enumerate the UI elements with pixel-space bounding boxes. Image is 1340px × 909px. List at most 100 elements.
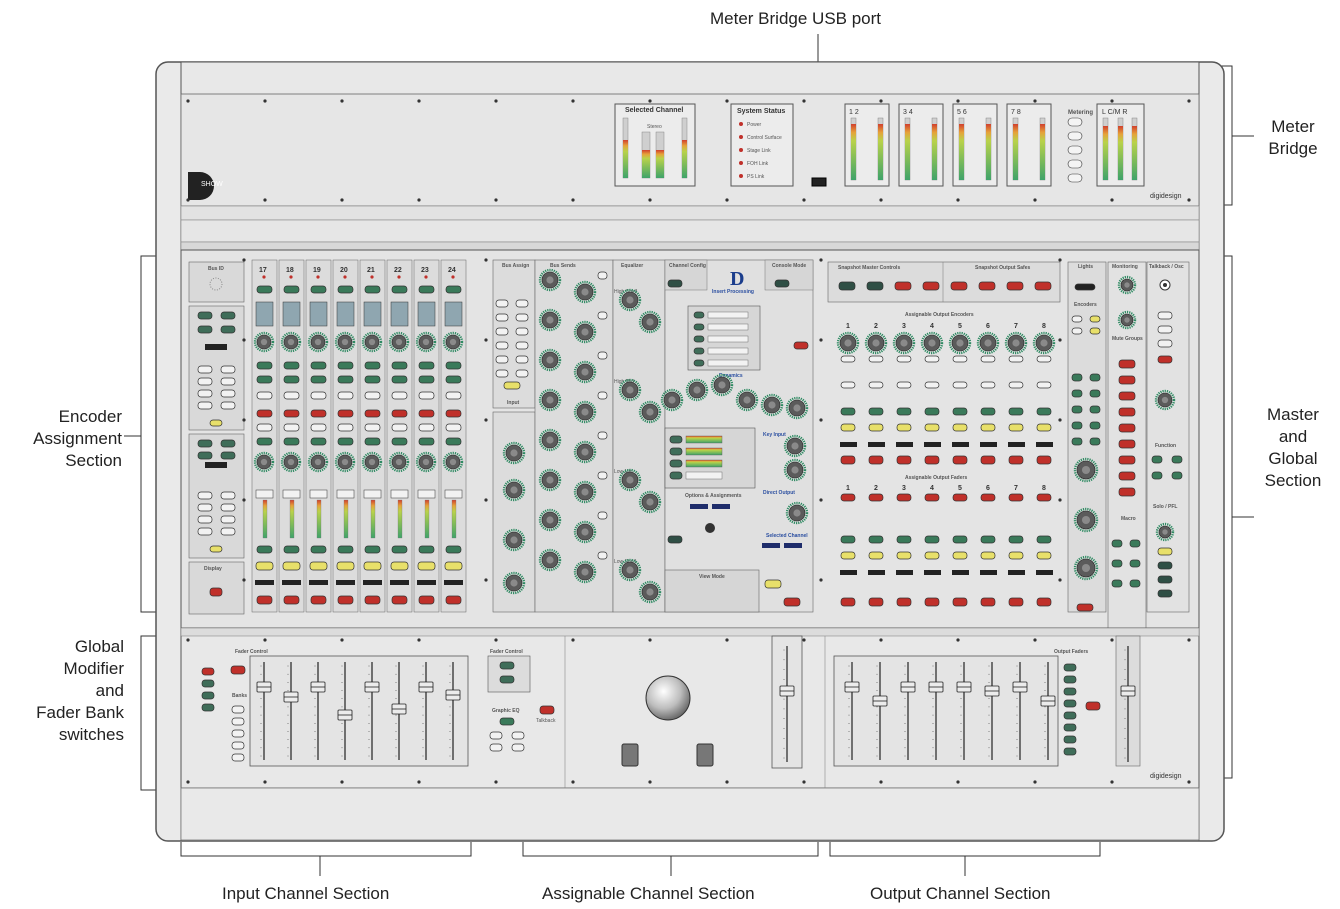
joystick-right-button[interactable] [697,744,713,766]
output-button[interactable] [1009,552,1023,559]
graphic-eq-button[interactable] [512,744,524,751]
channel-button[interactable] [257,424,272,431]
channel-button[interactable] [311,362,326,369]
output-mute-button[interactable] [1037,598,1051,606]
channel-button[interactable] [446,286,461,293]
channel-button[interactable] [419,438,434,445]
insert-button[interactable] [694,348,704,354]
channel-button[interactable] [338,424,353,431]
channel-solo-button[interactable] [418,562,435,570]
selected-channel-solo-button[interactable] [765,580,781,588]
channel-select-button[interactable] [392,546,407,553]
channel-select-button[interactable] [257,546,272,553]
output-button[interactable] [1009,536,1023,543]
master-button[interactable] [1072,438,1082,445]
snapshot-button[interactable] [951,282,967,290]
channel-solo-button[interactable] [364,562,381,570]
dynamics-button[interactable] [670,460,682,467]
channel-button[interactable] [419,376,434,383]
channel-button[interactable] [284,376,299,383]
bus-assign-button[interactable] [496,356,508,363]
channel-select-button[interactable] [284,546,299,553]
lights-display[interactable] [1075,284,1095,290]
output-mute-button[interactable] [869,456,883,464]
channel-button[interactable] [446,392,461,399]
channel-button[interactable] [392,286,407,293]
output-button[interactable] [981,424,995,431]
output-mute-button[interactable] [841,456,855,464]
fader-mode-button[interactable] [500,662,514,669]
output-button[interactable] [1037,356,1051,362]
channel-mute-button[interactable] [446,596,461,604]
channel-button[interactable] [365,410,380,417]
channel-button[interactable] [419,424,434,431]
bus-assign-button[interactable] [516,356,528,363]
channel-button[interactable] [392,392,407,399]
bus-assign-select-button[interactable] [504,382,520,389]
master-button[interactable] [1072,406,1082,413]
dynamics-button[interactable] [670,436,682,443]
output-button[interactable] [925,552,939,559]
function-button[interactable] [1152,456,1162,463]
channel-button[interactable] [419,410,434,417]
channel-button[interactable] [311,392,326,399]
channel-button[interactable] [392,376,407,383]
encoder-button[interactable] [1072,316,1082,322]
channel-mute-button[interactable] [392,596,407,604]
output-button[interactable] [841,536,855,543]
channel-button[interactable] [365,438,380,445]
channel-button[interactable] [446,362,461,369]
output-button[interactable] [841,356,855,362]
bus-assign-button[interactable] [516,314,528,321]
assign-button[interactable] [221,378,235,385]
assign-button[interactable] [221,492,235,499]
assign-button[interactable] [198,312,212,319]
snapshot-button[interactable] [979,282,995,290]
master-button[interactable] [1072,422,1082,429]
assign-button[interactable] [221,516,235,523]
channel-button[interactable] [284,286,299,293]
output-button[interactable] [897,536,911,543]
bus-send-button[interactable] [598,472,607,479]
assign-button[interactable] [198,492,212,499]
output-button[interactable] [841,552,855,559]
assign-button[interactable] [198,516,212,523]
output-button[interactable] [1009,424,1023,431]
snapshot-button[interactable] [923,282,939,290]
assign-button[interactable] [198,366,212,373]
channel-button[interactable] [365,286,380,293]
channel-button[interactable] [338,410,353,417]
solo-button[interactable] [1158,548,1172,555]
channel-solo-button[interactable] [445,562,462,570]
insert-button[interactable] [694,312,704,318]
channel-button[interactable] [284,410,299,417]
bus-assign-button[interactable] [516,328,528,335]
mute-group-button[interactable] [1119,376,1135,384]
channel-button[interactable] [365,392,380,399]
channel-button[interactable] [392,362,407,369]
selected-channel-mute-button[interactable] [784,598,800,606]
channel-button[interactable] [284,392,299,399]
bus-assign-button[interactable] [496,300,508,307]
macro-button[interactable] [1130,560,1140,567]
channel-button[interactable] [257,438,272,445]
channel-button[interactable] [338,362,353,369]
output-button[interactable] [869,408,883,415]
assign-button[interactable] [221,312,235,319]
master-button[interactable] [1072,390,1082,397]
bus-assign-button[interactable] [496,342,508,349]
output-button[interactable] [953,536,967,543]
output-button[interactable] [981,382,995,388]
insert-button[interactable] [694,360,704,366]
mute-group-button[interactable] [1119,408,1135,416]
output-fader-button[interactable] [1064,676,1076,683]
output-button[interactable] [1037,552,1051,559]
bus-send-button[interactable] [598,432,607,439]
output-button[interactable] [841,494,855,501]
channel-button[interactable] [257,362,272,369]
output-button[interactable] [841,408,855,415]
assign-button[interactable] [221,402,235,409]
output-button[interactable] [1037,536,1051,543]
bus-send-button[interactable] [598,512,607,519]
bank-button[interactable] [232,718,244,725]
